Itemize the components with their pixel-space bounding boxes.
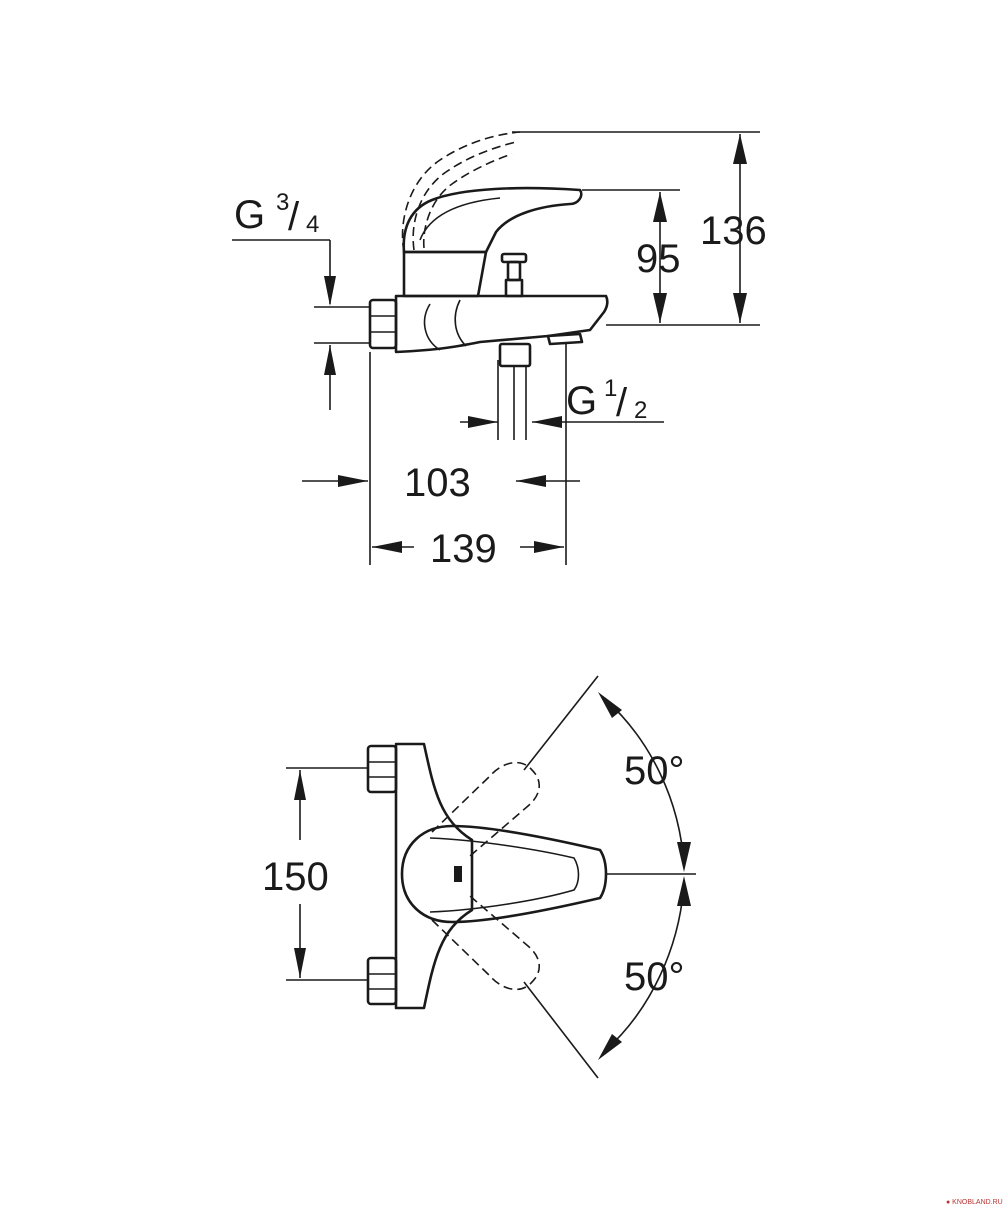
mixer-body [394, 294, 609, 354]
inlet-nut [368, 298, 398, 350]
lever-rotated-ghost [431, 761, 540, 991]
diverter-knob [500, 252, 528, 298]
svg-text:1: 1 [604, 375, 617, 402]
svg-text:G: G [566, 379, 597, 423]
svg-text:G: G [234, 193, 265, 237]
svg-text:4: 4 [306, 211, 319, 238]
spout-outlet [546, 332, 584, 346]
top-view: 50° 50° 150 [262, 675, 696, 1079]
svg-text:/: / [288, 195, 300, 239]
lever-raised-ghost [401, 131, 521, 253]
dim-lever-height: 95 [636, 237, 681, 281]
dim-outlet-thread: G 1 / 2 [460, 360, 664, 440]
dim-total-height: 136 [700, 209, 767, 253]
mixer-body-top [394, 742, 474, 1010]
svg-text:3: 3 [276, 189, 289, 216]
svg-text:/: / [616, 381, 628, 425]
lever-top [400, 824, 608, 924]
dim-inlet-thread: G 3 / 4 [232, 189, 370, 410]
lever [402, 186, 583, 254]
side-view: 136 95 G 3 / 4 G 1 / 2 [232, 131, 767, 571]
dim-spout-offset: 103 [404, 461, 471, 505]
dim-total-depth: 139 [430, 527, 497, 571]
svg-text:2: 2 [634, 397, 647, 424]
angle-lower: 50° [624, 955, 685, 999]
angle-upper: 50° [624, 749, 685, 793]
shower-outlet [498, 342, 532, 440]
lever-indicator [454, 866, 462, 882]
watermark: ● KNOBLAND.RU [946, 1199, 1003, 1206]
inlet-nut-lower [366, 956, 398, 1006]
cartridge [402, 250, 488, 298]
inlet-nut-upper [366, 744, 398, 794]
dim-center-distance: 150 [262, 855, 329, 899]
